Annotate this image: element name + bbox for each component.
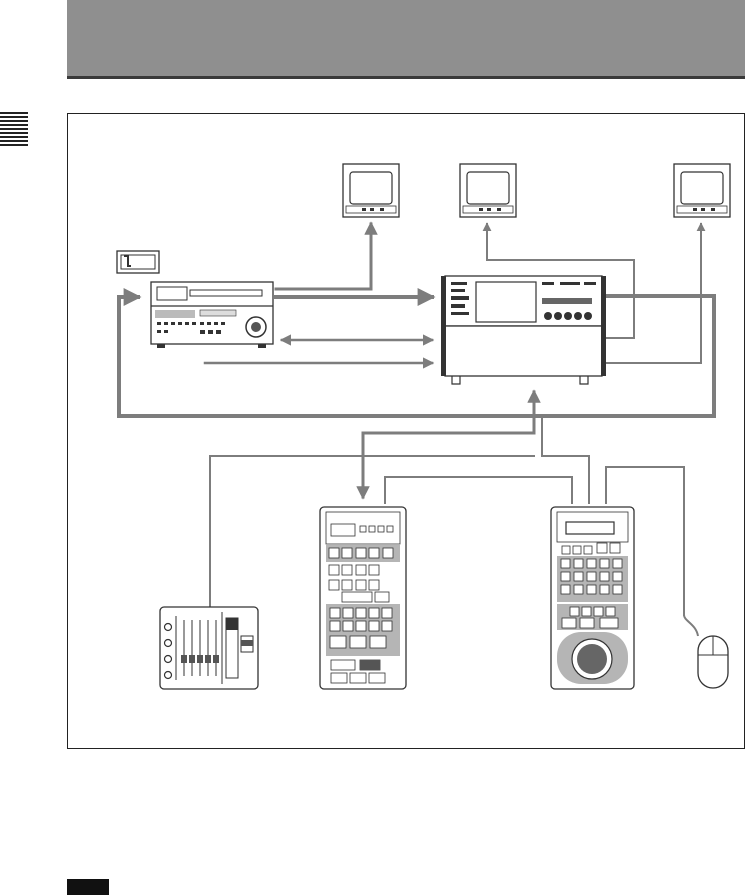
video-recorder [151,282,273,348]
disk-recorder-unit [441,276,606,326]
video-cassette [117,251,159,273]
video-monitor-2 [460,164,516,217]
expansion-unit [441,326,606,384]
jog-shuttle-controller [551,507,634,689]
video-monitor-1 [343,164,399,217]
video-monitor-3 [674,164,730,217]
audio-mixer [160,607,258,689]
note-marker [67,879,109,895]
mouse [684,615,728,688]
control-panel-keypad [320,507,406,689]
